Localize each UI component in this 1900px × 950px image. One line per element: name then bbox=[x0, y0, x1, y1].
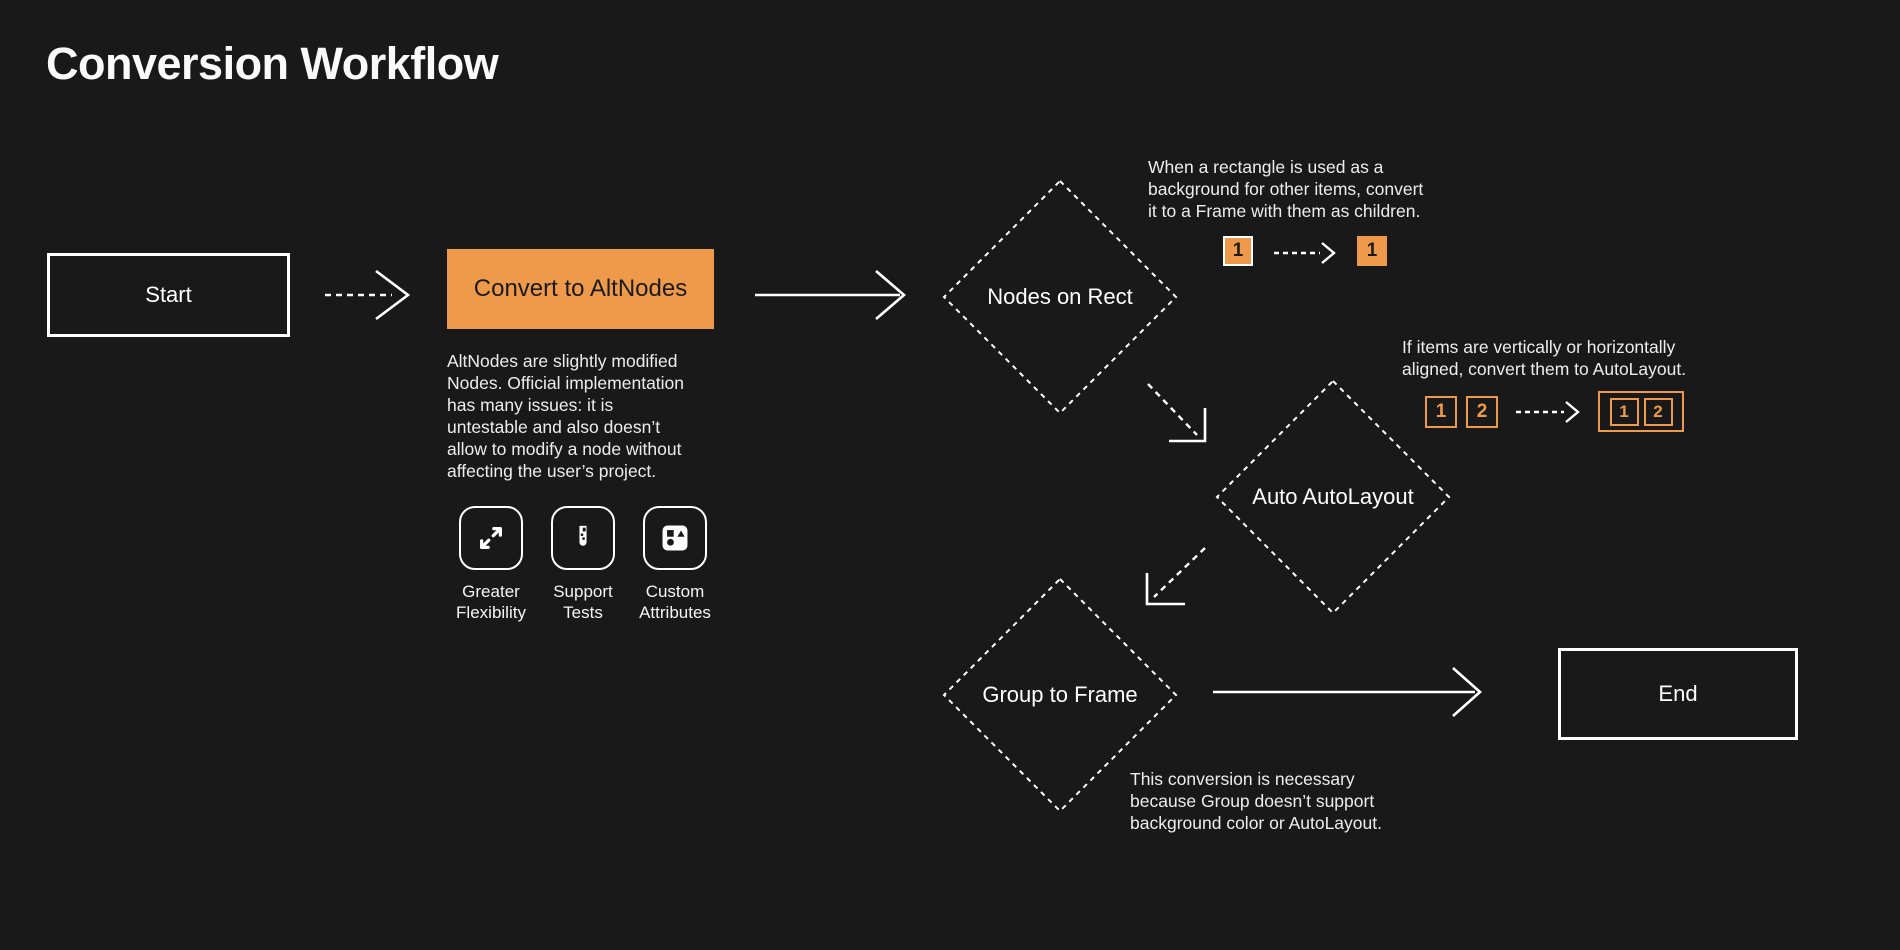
test-tube-icon bbox=[551, 506, 615, 570]
end-node: End bbox=[1558, 648, 1798, 740]
group-to-frame-note: This conversion is necessary because Gro… bbox=[1130, 769, 1382, 833]
autolayout-demo-after-chip-1: 1 bbox=[1609, 397, 1639, 426]
convert-to-altnodes-label: Convert to AltNodes bbox=[473, 275, 688, 302]
autolayout-demo-after-frame: 1 2 bbox=[1598, 391, 1684, 432]
arrow-start-to-convert bbox=[325, 269, 411, 321]
end-node-label: End bbox=[1658, 681, 1698, 706]
group-to-frame-label: Group to Frame bbox=[982, 682, 1138, 707]
altnodes-description: AltNodes are slightly modified Nodes. Of… bbox=[447, 351, 685, 481]
autolayout-demo-before-chip-2: 2 bbox=[1466, 396, 1498, 428]
expand-arrows-icon bbox=[459, 506, 523, 570]
autolayout-demo-after-chip-2: 2 bbox=[1643, 397, 1673, 426]
shapes-icon bbox=[643, 506, 707, 570]
arrow-convert-to-nodes-on-rect bbox=[755, 270, 906, 320]
rect-demo-after-chip: 1 bbox=[1357, 236, 1387, 266]
convert-to-altnodes-node: Convert to AltNodes bbox=[447, 249, 714, 329]
feature-label: Greater Flexibility bbox=[456, 582, 526, 622]
feature-greater-flexibility: Greater Flexibility bbox=[448, 506, 534, 623]
start-node-label: Start bbox=[145, 282, 192, 307]
arrow-group-to-frame-to-end bbox=[1213, 667, 1482, 717]
page-title: Conversion Workflow bbox=[46, 38, 499, 89]
nodes-on-rect-node: Nodes on Rect bbox=[942, 179, 1178, 415]
arrow-nodes-on-rect-to-auto-autolayout bbox=[1147, 383, 1207, 443]
rect-demo-arrow bbox=[1274, 242, 1336, 264]
group-to-frame-node: Group to Frame bbox=[942, 577, 1178, 813]
auto-autolayout-label: Auto AutoLayout bbox=[1252, 484, 1414, 509]
auto-autolayout-note: If items are vertically or horizontally … bbox=[1402, 337, 1687, 379]
start-node: Start bbox=[47, 253, 290, 337]
autolayout-demo-before-chip-1: 1 bbox=[1425, 396, 1457, 428]
arrow-auto-autolayout-to-group-to-frame bbox=[1145, 547, 1206, 606]
autolayout-demo-arrow bbox=[1516, 401, 1580, 423]
feature-support-tests: Support Tests bbox=[540, 506, 626, 623]
nodes-on-rect-note: When a rectangle is used as a background… bbox=[1148, 157, 1424, 221]
auto-autolayout-node: Auto AutoLayout bbox=[1215, 379, 1451, 615]
altnodes-feature-list: Greater Flexibility Support Tests bbox=[448, 506, 718, 623]
feature-label: Support Tests bbox=[553, 582, 613, 622]
feature-label: Custom Attributes bbox=[639, 582, 711, 622]
feature-custom-attributes: Custom Attributes bbox=[632, 506, 718, 623]
rect-demo-before-chip: 1 bbox=[1223, 236, 1253, 266]
nodes-on-rect-label: Nodes on Rect bbox=[987, 284, 1133, 309]
